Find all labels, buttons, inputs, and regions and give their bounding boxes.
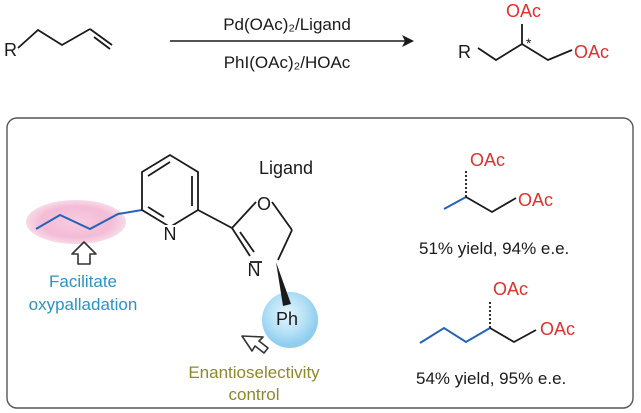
ex2-oac-right: OAc: [540, 319, 575, 339]
oxazoline-c-o: [231, 201, 257, 229]
oxazoline-n: N: [248, 260, 261, 280]
stereo-wedge: [276, 262, 291, 306]
substrate-r-label: R: [4, 40, 17, 60]
pyridine-n: N: [164, 224, 177, 244]
phenyl-highlight: [262, 292, 318, 348]
substrate-double-bond: [89, 28, 113, 46]
pyox-ligand: N O N Ph: [35, 153, 298, 329]
pyridine-ring: [141, 153, 199, 229]
reagent-top: Pd(OAc)₂/Ligand: [223, 15, 351, 34]
arrow-head: [402, 35, 414, 47]
product-example-1: OAc OAc 51% yield, 94% e.e.: [419, 150, 569, 258]
substrate-allyl: R: [4, 28, 113, 60]
substrate-skeleton: [17, 28, 91, 49]
product-skeleton: [477, 42, 573, 62]
up-arrow-icon: [71, 241, 97, 265]
ex1-result: 51% yield, 94% e.e.: [419, 239, 569, 258]
ligand-panel-frame: [6, 117, 634, 409]
reaction-conditions: Pd(OAc)₂/Ligand PhI(OAc)₂/HOAc: [170, 15, 414, 72]
ex1-oac-right: OAc: [518, 190, 553, 210]
product-oac-top: OAc: [506, 1, 541, 21]
enantio-line1: Enantioselectivity: [188, 363, 320, 382]
oxypalladation-line1: Facilitate: [49, 272, 117, 291]
product-oac-right: OAc: [574, 42, 609, 62]
phenyl-label: Ph: [276, 309, 298, 329]
product-example-2: OAc OAc 54% yield, 95% e.e.: [416, 279, 575, 388]
diagonal-arrow-icon: [241, 335, 269, 354]
oxypalladation-line2: oxypalladation: [29, 295, 138, 314]
ex2-result: 54% yield, 95% e.e.: [416, 369, 566, 388]
stereocenter-mark: *: [526, 35, 532, 51]
product-diacetate: R OAc OAc *: [458, 1, 609, 62]
oxazoline-c-n-double: [231, 227, 251, 257]
oxazoline-o: O: [257, 194, 271, 214]
propyl-chain: [35, 209, 143, 231]
product-r-label: R: [458, 42, 471, 62]
ex2-oac-top: OAc: [493, 279, 528, 299]
enantio-line2: control: [228, 385, 279, 404]
ex1-oac-top: OAc: [470, 150, 505, 170]
ligand-title: Ligand: [259, 158, 313, 178]
reagent-bottom: PhI(OAc)₂/HOAc: [224, 53, 351, 72]
